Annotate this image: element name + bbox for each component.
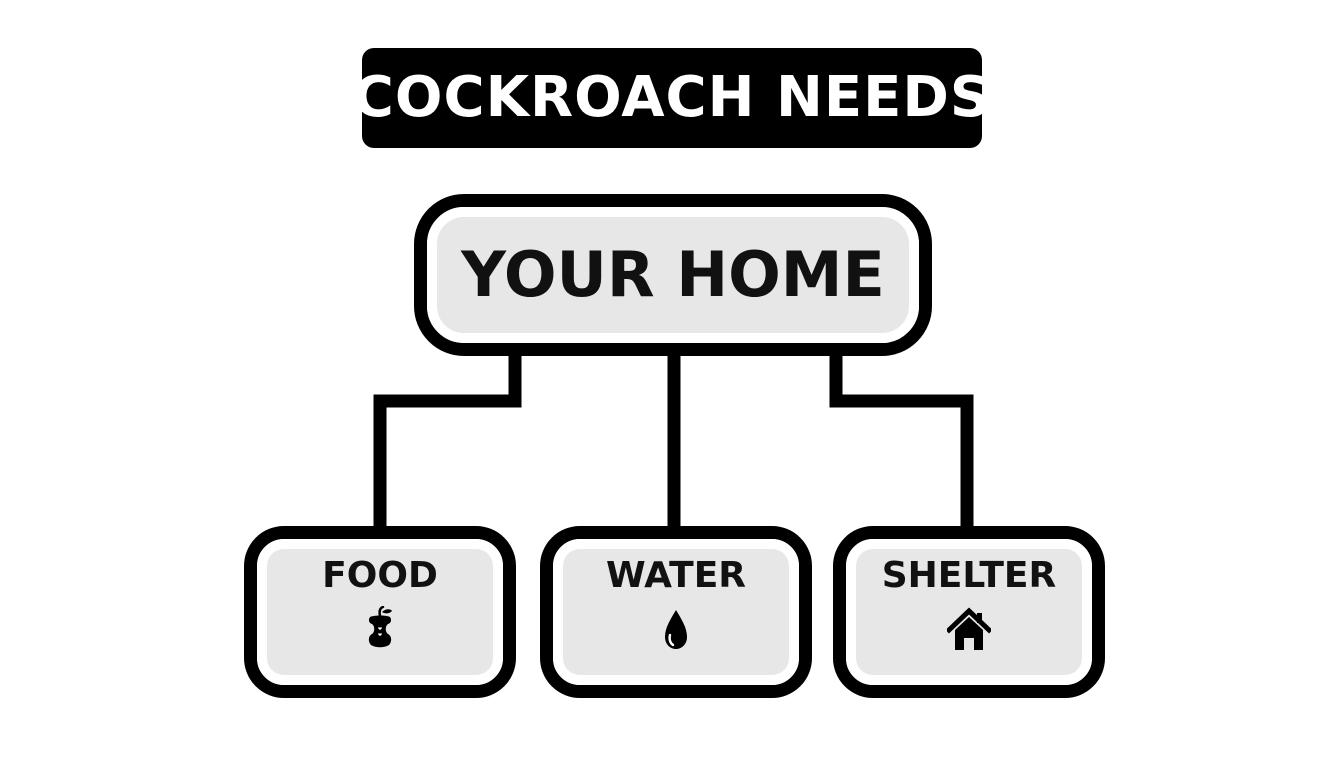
apple-core-icon bbox=[368, 606, 392, 648]
house-icon bbox=[947, 607, 991, 650]
child-node-water: WATER bbox=[540, 526, 812, 698]
connector-food bbox=[373, 350, 522, 530]
child-node-food: FOOD bbox=[244, 526, 516, 698]
connector-shelter bbox=[829, 350, 974, 530]
water-drop-icon bbox=[665, 610, 687, 649]
root-node-your-home: YOUR HOME bbox=[414, 194, 932, 356]
diagram-title: COCKROACH NEEDS bbox=[352, 65, 992, 130]
child-node-label-shelter: SHELTER bbox=[881, 555, 1057, 596]
child-node-label-water: WATER bbox=[605, 555, 747, 596]
child-node-label-food: FOOD bbox=[322, 555, 438, 596]
root-node-label: YOUR HOME bbox=[461, 238, 885, 311]
child-node-shelter: SHELTER bbox=[833, 526, 1105, 698]
diagram-title-badge: COCKROACH NEEDS bbox=[353, 48, 990, 148]
